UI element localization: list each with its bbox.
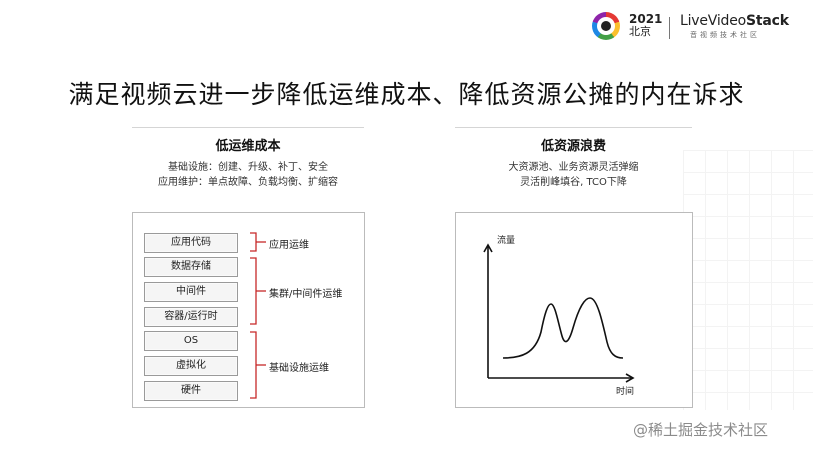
left-panel-title: 低运维成本	[215, 139, 281, 154]
right-panel-header: 低资源浪费 大资源池、业务资源灵活弹缩 灵活削峰填谷, TCO下降	[455, 127, 692, 190]
event-year: 2021	[629, 12, 663, 26]
conference-logo	[592, 12, 620, 40]
group-label: 集群/中间件运维	[269, 289, 343, 300]
left-panel-line: 应用维护：单点故障、负载均衡、扩缩容	[158, 177, 338, 188]
bracket-infra	[250, 331, 257, 399]
chart-x-label: 时间	[616, 387, 635, 397]
bracket-app	[250, 232, 257, 252]
chart-y-label: 流量	[497, 236, 516, 246]
brand-subtitle: 音视频技术社区	[690, 31, 760, 39]
brand-logo: LiveVideoStack 音视频技术社区	[680, 13, 789, 40]
group-label: 应用运维	[269, 240, 309, 251]
brand-name: LiveVideoStack	[680, 13, 789, 29]
traffic-chart-frame	[455, 212, 693, 408]
traffic-curve-chart	[483, 243, 635, 383]
slide-title: 满足视频云进一步降低运维成本、降低资源公摊的内在诉求	[68, 79, 745, 109]
stack-layer: OS	[144, 331, 238, 351]
right-panel-line: 灵活削峰填谷, TCO下降	[520, 177, 627, 188]
y-axis-arrow	[483, 243, 493, 253]
group-label: 基础设施运维	[269, 363, 329, 374]
right-panel-title: 低资源浪费	[540, 139, 606, 154]
left-panel-header: 低运维成本 基础设施：创建、升级、补丁、安全 应用维护：单点故障、负载均衡、扩缩…	[132, 127, 364, 190]
bracket-cluster	[250, 257, 257, 325]
traffic-curve	[502, 297, 624, 359]
background-grid	[683, 150, 813, 410]
stack-layer: 硬件	[144, 381, 238, 401]
header-divider	[669, 17, 670, 39]
stack-layer: 容器/运行时	[144, 307, 238, 327]
stack-layer: 数据存储	[144, 257, 238, 277]
stack-layer: 虚拟化	[144, 356, 238, 376]
watermark: @稀土掘金技术社区	[633, 421, 769, 439]
stack-layer: 中间件	[144, 282, 238, 302]
event-date: 2021 北京	[629, 13, 662, 37]
left-panel-line: 基础设施：创建、升级、补丁、安全	[168, 162, 328, 173]
event-city: 北京	[629, 24, 651, 38]
stack-layer: 应用代码	[144, 233, 238, 253]
right-panel-line: 大资源池、业务资源灵活弹缩	[508, 162, 639, 173]
x-axis-arrow	[625, 373, 635, 383]
